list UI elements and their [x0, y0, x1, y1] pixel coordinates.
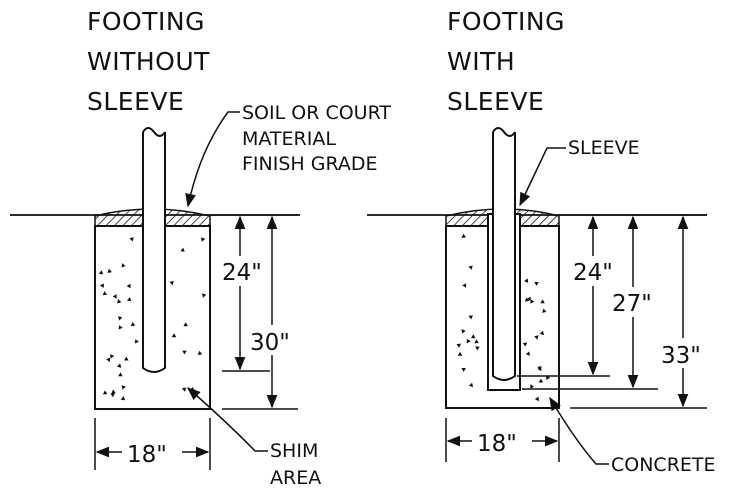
left-post [142, 132, 166, 373]
concrete-speck [457, 351, 463, 356]
left-dim-30-label: 30" [250, 330, 290, 356]
left-concrete-specks [98, 237, 207, 401]
concrete-speck [183, 322, 188, 327]
right-dim-18-label: 18" [477, 431, 517, 457]
concrete-speck [530, 299, 535, 304]
concrete-speck [534, 396, 539, 402]
concrete-speck [526, 296, 531, 301]
concrete-speck [121, 385, 126, 390]
concrete-speck [202, 293, 207, 298]
concrete-speck [129, 237, 134, 242]
right-dim-27-label: 27" [612, 291, 652, 317]
concrete-speck [98, 270, 104, 275]
left-dim-18-label: 18" [127, 442, 167, 468]
concrete-speck [539, 330, 544, 336]
concrete-speck [456, 343, 461, 348]
concrete-speck [99, 283, 104, 288]
concrete-speck [169, 280, 174, 286]
concrete-speck [180, 247, 185, 252]
concrete-speck [110, 393, 115, 398]
concrete-speck [475, 346, 480, 351]
concrete-speck [112, 294, 117, 299]
right-concrete-specks [456, 233, 551, 402]
concrete-speck [106, 357, 111, 362]
concrete-speck [201, 237, 206, 242]
concrete-speck [130, 322, 136, 327]
left-soil-leader [185, 111, 240, 208]
concrete-speck [540, 299, 545, 304]
concrete-speck [111, 389, 116, 394]
right-title-line-3: SLEEVE [447, 87, 544, 116]
right-title-line-1: FOOTING [447, 7, 565, 36]
concrete-speck [117, 316, 123, 321]
concrete-speck [471, 334, 476, 339]
concrete-speck [530, 384, 535, 389]
right-sleeve-label: SLEEVE [568, 137, 640, 159]
concrete-speck [134, 339, 139, 344]
concrete-speck [538, 378, 544, 383]
concrete-speck [474, 339, 479, 344]
left-shim-label-1: SHIM [270, 440, 318, 462]
right-post-break [492, 127, 516, 137]
concrete-speck [534, 281, 539, 286]
right-post [492, 132, 516, 381]
concrete-speck [466, 338, 471, 344]
concrete-speck [181, 387, 187, 392]
concrete-speck [534, 335, 539, 340]
right-footing: FOOTING WITH SLEEVE 24" 27" 33" [367, 7, 716, 476]
left-shim-leader [186, 387, 268, 452]
concrete-speck [468, 265, 473, 270]
concrete-speck [524, 278, 529, 283]
concrete-speck [107, 268, 112, 273]
concrete-speck [117, 363, 122, 368]
concrete-speck [126, 283, 131, 289]
concrete-speck [118, 325, 123, 330]
left-soil-label-2: MATERIAL [242, 128, 336, 150]
concrete-speck [522, 342, 528, 347]
left-dim-24-label: 24" [222, 260, 262, 286]
right-dim-24-label: 24" [573, 260, 613, 286]
concrete-speck [102, 390, 108, 395]
right-concrete-label: CONCRETE [611, 454, 716, 476]
left-title-line-2: WITHOUT [87, 47, 210, 76]
concrete-speck [461, 233, 466, 238]
concrete-speck [525, 351, 530, 356]
concrete-speck [171, 333, 177, 338]
concrete-speck [462, 283, 467, 288]
left-soil-label-3: FINISH GRADE [242, 153, 378, 175]
concrete-speck [542, 308, 547, 313]
concrete-speck [524, 297, 530, 302]
concrete-speck [124, 356, 129, 361]
right-dim-33-label: 33" [661, 343, 701, 369]
concrete-speck [117, 299, 122, 304]
concrete-speck [121, 263, 126, 268]
concrete-speck [537, 366, 542, 371]
concrete-speck [120, 396, 126, 401]
concrete-speck [110, 354, 115, 359]
left-footing: FOOTING WITHOUT SLEEVE 24" 30" 18" [10, 7, 391, 489]
concrete-speck [461, 368, 466, 372]
left-shim-label-2: AREA [270, 467, 321, 489]
concrete-speck [461, 329, 466, 334]
right-title-line-2: WITH [447, 47, 515, 76]
left-title-line-3: SLEEVE [87, 87, 184, 116]
concrete-speck [468, 315, 473, 320]
concrete-speck [126, 297, 132, 302]
concrete-speck [468, 382, 474, 388]
concrete-speck [197, 350, 203, 355]
concrete-speck [102, 291, 108, 296]
left-soil-label-1: SOIL OR COURT [242, 102, 391, 124]
left-title-line-1: FOOTING [87, 7, 205, 36]
concrete-speck [182, 350, 187, 355]
left-post-break [142, 127, 166, 137]
right-concrete-leader [549, 396, 609, 465]
concrete-speck [118, 372, 123, 377]
right-sleeve-leader [519, 147, 566, 207]
